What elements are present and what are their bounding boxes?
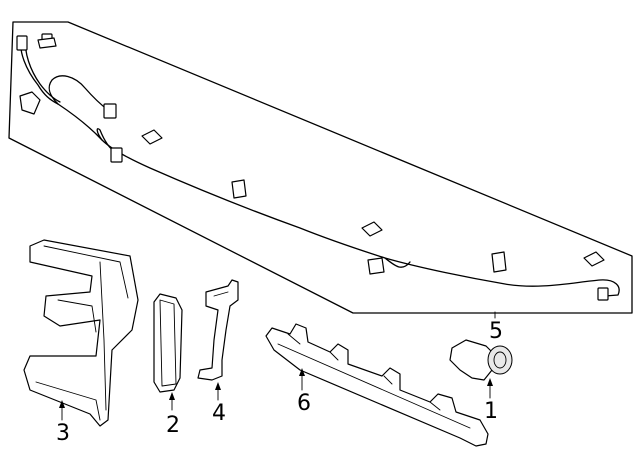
- retainer-part-6: [265, 323, 489, 447]
- callout-4: 4: [212, 401, 226, 426]
- callout-6: 6: [297, 391, 311, 416]
- harness-panel: [8, 21, 633, 314]
- callout-1: 1: [484, 399, 498, 424]
- callout-5: 5: [489, 319, 503, 344]
- callout-2: 2: [166, 413, 180, 438]
- pad-part-2: [153, 293, 183, 393]
- bracket-part-3: [23, 239, 139, 427]
- wiring-harness: [16, 33, 620, 301]
- bracket-part-4: [197, 279, 239, 381]
- sensor-part-1: [449, 339, 513, 381]
- callout-3: 3: [56, 421, 70, 446]
- callout-leaders: [59, 311, 496, 421]
